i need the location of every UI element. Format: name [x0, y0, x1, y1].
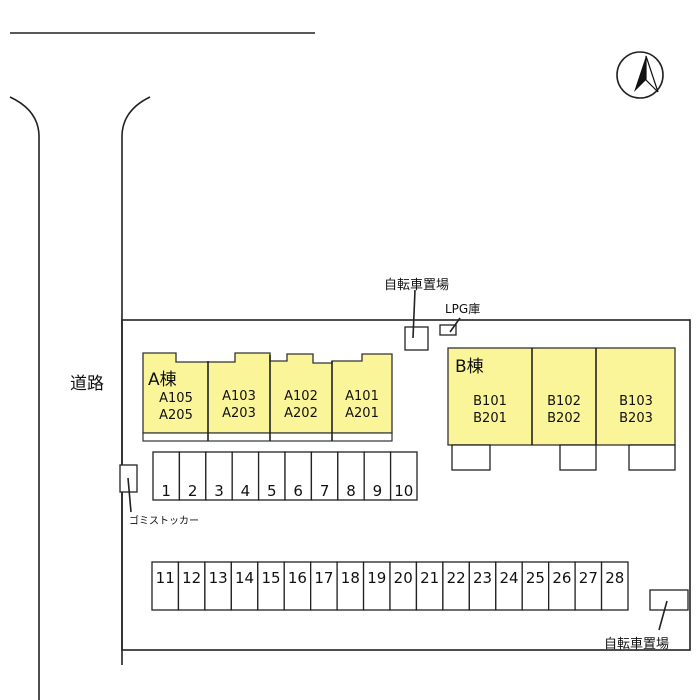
parking-space-number: 6 — [293, 482, 303, 500]
unit-label: B201 — [473, 411, 507, 426]
unit-label: A205 — [159, 408, 193, 423]
unit-label: B101 — [473, 394, 507, 409]
road-edge-left — [9, 96, 40, 700]
parking-space — [363, 451, 392, 501]
parking-space — [151, 561, 180, 611]
parking-space — [574, 561, 603, 611]
parking-space-number: 26 — [552, 569, 571, 587]
parking-space-number: 12 — [182, 569, 201, 587]
parking-space-number: 27 — [579, 569, 598, 587]
unit-label: B202 — [547, 411, 581, 426]
unit-label: A203 — [222, 406, 256, 421]
parking-space-number: 15 — [261, 569, 280, 587]
parking-space — [257, 561, 285, 611]
unit-label: A101 — [345, 389, 379, 404]
unit-label: B203 — [619, 411, 653, 426]
building-a — [142, 352, 393, 442]
parking-space — [310, 451, 339, 501]
bike-parking-bottom-label: 自転車置場 — [604, 637, 669, 652]
parking-space-number: 20 — [394, 569, 413, 587]
parking-space — [337, 451, 365, 501]
parking-space-number: 24 — [499, 569, 518, 587]
parking-space — [310, 561, 338, 611]
unit-label: B102 — [547, 394, 581, 409]
building-b-label: B棟 — [455, 357, 484, 377]
garbage-stocker-label: ゴミストッカー — [129, 514, 199, 527]
parking-space — [205, 451, 233, 501]
parking-space-number: 4 — [241, 482, 251, 500]
road-label: 道路 — [70, 374, 104, 394]
parking-space — [389, 451, 418, 501]
parking-row-2: 11 12 13 14 15 16 17 18 19 20 21 22 23 24 25 26 27 28 — [151, 561, 629, 611]
parking-space — [284, 451, 313, 501]
parking-space-number: 22 — [447, 569, 466, 587]
road — [9, 32, 315, 700]
parking-space-number: 1 — [161, 482, 171, 500]
parking-space — [442, 561, 470, 611]
parking-space-number: 2 — [188, 482, 198, 500]
parking-space — [336, 561, 365, 611]
parking-space — [600, 561, 629, 611]
unit-label: A201 — [345, 406, 379, 421]
parking-space-number: 7 — [320, 482, 330, 500]
north-arrow-icon — [616, 51, 664, 99]
lpg-storage-label: LPG庫 — [445, 302, 480, 316]
parking-space — [204, 561, 232, 611]
bike-parking-top — [404, 326, 429, 351]
building-b — [447, 347, 676, 471]
balcony — [559, 444, 597, 471]
parking-space-number: 25 — [526, 569, 545, 587]
parking-space-number: 28 — [605, 569, 624, 587]
parking-space-number: 5 — [267, 482, 277, 500]
parking-space-number: 8 — [346, 482, 356, 500]
bike-parking-bottom — [649, 589, 689, 611]
unit-label: A103 — [222, 389, 256, 404]
road-edge-right — [121, 96, 151, 665]
parking-space-number: 21 — [420, 569, 439, 587]
bike-parking-top-label: 自転車置場 — [384, 278, 449, 293]
parking-space — [521, 561, 550, 611]
parking-space-number: 13 — [209, 569, 228, 587]
parking-space-number: 23 — [473, 569, 492, 587]
unit-label: B103 — [619, 394, 653, 409]
parking-space — [178, 451, 207, 501]
parking-space-number: 11 — [156, 569, 175, 587]
parking-space-number: 10 — [394, 482, 413, 500]
parking-space-number: 14 — [235, 569, 254, 587]
parking-space — [468, 561, 497, 611]
unit-label: A102 — [284, 389, 318, 404]
parking-space-number: 3 — [214, 482, 224, 500]
parking-space — [231, 451, 260, 501]
balcony — [628, 444, 676, 471]
parking-space — [415, 561, 444, 611]
building-a-label: A棟 — [148, 370, 177, 390]
parking-space-number: 16 — [288, 569, 307, 587]
parking-space — [230, 561, 259, 611]
parking-space-number: 9 — [373, 482, 383, 500]
parking-space-number: 18 — [341, 569, 360, 587]
parking-space-number: 17 — [314, 569, 333, 587]
parking-space — [257, 451, 286, 501]
unit-label: A105 — [159, 391, 193, 406]
parking-space-number: 19 — [367, 569, 386, 587]
balcony — [451, 444, 491, 471]
lpg-storage — [439, 324, 457, 336]
unit-label: A202 — [284, 406, 318, 421]
parking-space — [283, 561, 312, 611]
